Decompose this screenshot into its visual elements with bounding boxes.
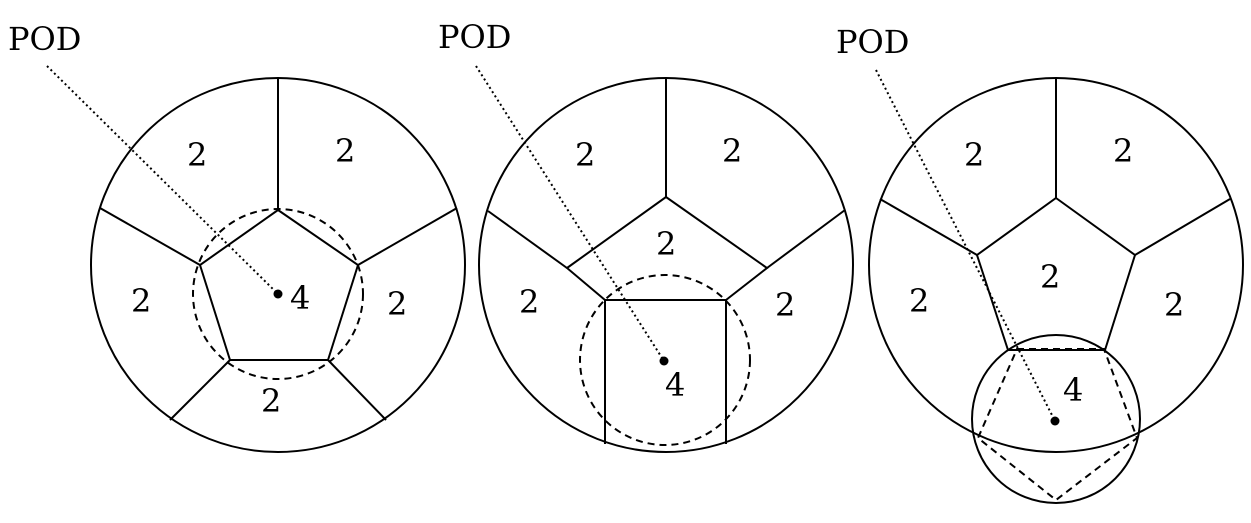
center-value: 4 — [290, 279, 310, 317]
pod-dashed-pentagon — [976, 348, 1139, 502]
pod-leader-line — [475, 65, 665, 362]
panel-3: POD 4 2 2 2 2 2 — [836, 23, 1244, 504]
region-value-top-left: 2 — [575, 136, 595, 174]
spoke — [487, 210, 568, 269]
region-value-top-left: 2 — [187, 136, 207, 174]
pod-circle — [971, 334, 1141, 504]
pod-leader-line — [46, 65, 279, 295]
spoke — [99, 207, 201, 266]
pod-point — [1050, 416, 1060, 426]
region-value-inner-pentagon: 2 — [656, 225, 676, 263]
spoke — [766, 209, 846, 269]
spoke — [357, 207, 458, 266]
center-value: 4 — [1063, 371, 1083, 409]
pod-label: POD — [836, 23, 909, 61]
region-value-inner-pentagon: 2 — [1040, 258, 1060, 296]
pod-label: POD — [8, 20, 81, 58]
spoke — [169, 359, 231, 421]
region-value-bottom: 2 — [261, 382, 281, 420]
region-value-top-right: 2 — [335, 132, 355, 170]
spoke — [1134, 198, 1231, 256]
pod-point — [659, 356, 669, 366]
region-value-left: 2 — [519, 283, 539, 321]
pod-label: POD — [438, 18, 511, 56]
center-pentagon — [198, 208, 360, 361]
panel-1: POD 4 2 2 2 2 2 — [8, 20, 466, 453]
panel-2: POD 4 2 2 2 2 2 — [438, 18, 854, 453]
region-value-top-right: 2 — [722, 132, 742, 170]
region-value-left: 2 — [131, 282, 151, 320]
pod-point — [273, 289, 283, 299]
spoke — [327, 359, 387, 421]
pod-dashed-circle — [579, 274, 751, 446]
region-value-right: 2 — [1164, 286, 1184, 324]
region-value-left: 2 — [909, 282, 929, 320]
region-value-right: 2 — [775, 286, 795, 324]
spoke — [879, 198, 978, 256]
pod-leader-line — [875, 69, 1056, 422]
region-value-top-right: 2 — [1113, 132, 1133, 170]
pod-dashed-circle — [192, 208, 364, 380]
region-value-right: 2 — [387, 285, 407, 323]
region-value-top-left: 2 — [964, 136, 984, 174]
center-value: 4 — [665, 366, 685, 404]
